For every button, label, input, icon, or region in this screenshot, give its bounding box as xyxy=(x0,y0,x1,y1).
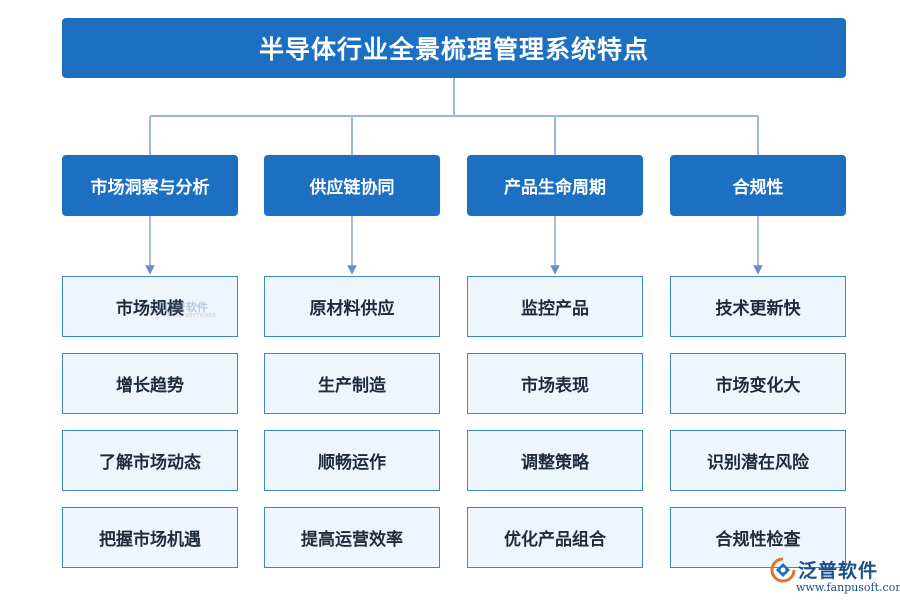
item-growth-trend: 增长趋势 xyxy=(62,353,238,414)
fanpu-logo-icon xyxy=(770,557,796,583)
category-market-insight: 市场洞察与分析 xyxy=(62,155,238,216)
item-raw-material: 原材料供应 xyxy=(264,276,440,337)
category-supply-chain: 供应链协同 xyxy=(264,155,440,216)
watermark-sub: FANPU SOFTWARE xyxy=(164,313,217,319)
item-efficiency: 提高运营效率 xyxy=(264,507,440,568)
item-market-size: 市场规模 xyxy=(62,276,238,337)
watermark-name: 泛普软件 xyxy=(164,301,208,314)
item-portfolio: 优化产品组合 xyxy=(467,507,643,568)
category-product-lifecycle: 产品生命周期 xyxy=(467,155,643,216)
item-market-opportunity: 把握市场机遇 xyxy=(62,507,238,568)
item-manufacturing: 生产制造 xyxy=(264,353,440,414)
brand-url: www.fanpusoft.com xyxy=(796,581,900,594)
item-compliance-check: 合规性检查 xyxy=(670,507,846,568)
brand-name: 泛普软件 xyxy=(798,560,879,582)
category-compliance: 合规性 xyxy=(670,155,846,216)
item-identify-risk: 识别潜在风险 xyxy=(670,430,846,491)
item-market-dynamics: 了解市场动态 xyxy=(62,430,238,491)
item-smooth-operation: 顺畅运作 xyxy=(264,430,440,491)
item-monitor-product: 监控产品 xyxy=(467,276,643,337)
item-fast-tech: 技术更新快 xyxy=(670,276,846,337)
brand-logo: 泛普软件 www.fanpusoft.com xyxy=(770,556,900,596)
item-market-change: 市场变化大 xyxy=(670,353,846,414)
watermark-logo-icon xyxy=(150,300,164,314)
diagram-title: 半导体行业全景梳理管理系统特点 xyxy=(62,18,846,78)
watermark: 泛普软件 FANPU SOFTWARE xyxy=(150,298,220,328)
item-market-performance: 市场表现 xyxy=(467,353,643,414)
item-adjust-strategy: 调整策略 xyxy=(467,430,643,491)
